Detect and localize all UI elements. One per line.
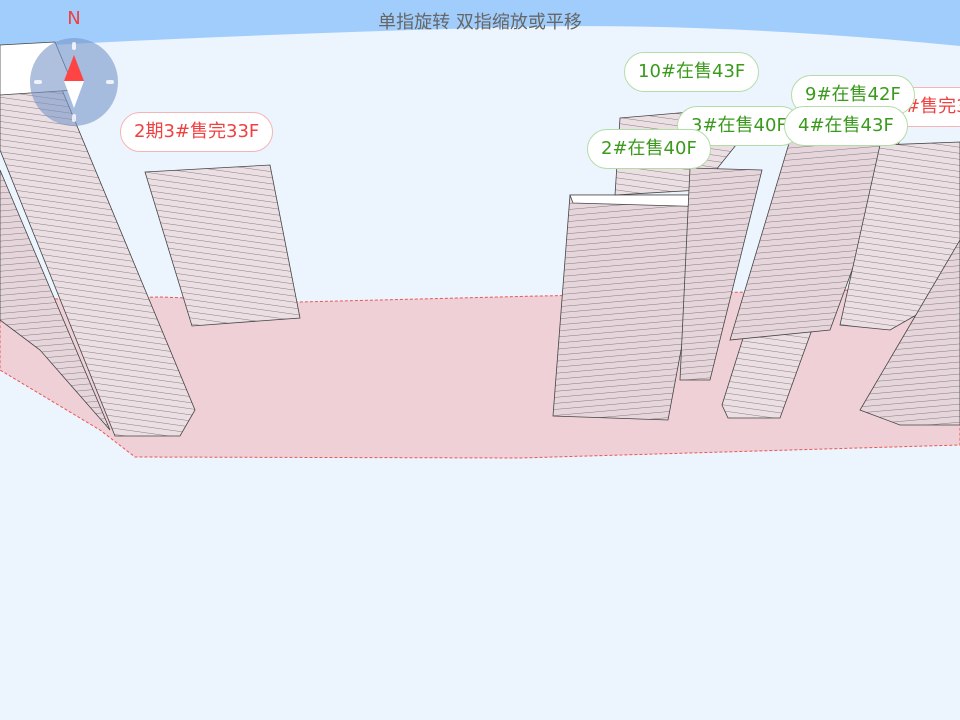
compass-needle-icon — [64, 55, 84, 108]
building-label[interactable]: 9#在售42F — [791, 75, 915, 115]
sky — [0, 0, 960, 48]
building-label[interactable]: 10#在售43F — [624, 52, 760, 92]
building — [0, 169, 111, 431]
building-label[interactable]: 4#在售43F — [784, 106, 908, 146]
building-label[interactable]: 2#在售40F — [587, 129, 711, 169]
compass-tick — [72, 114, 76, 122]
building — [144, 164, 301, 327]
gesture-hint: 单指旋转 双指缩放或平移 — [378, 12, 582, 33]
compass-tick — [72, 42, 76, 50]
north-label: N — [67, 8, 81, 29]
compass-button[interactable]: N — [30, 8, 118, 126]
building-label[interactable]: 2期3#售完33F — [120, 112, 274, 152]
compass-tick — [106, 80, 114, 84]
building — [679, 167, 763, 381]
compass-tick — [34, 80, 42, 84]
building — [859, 239, 960, 426]
